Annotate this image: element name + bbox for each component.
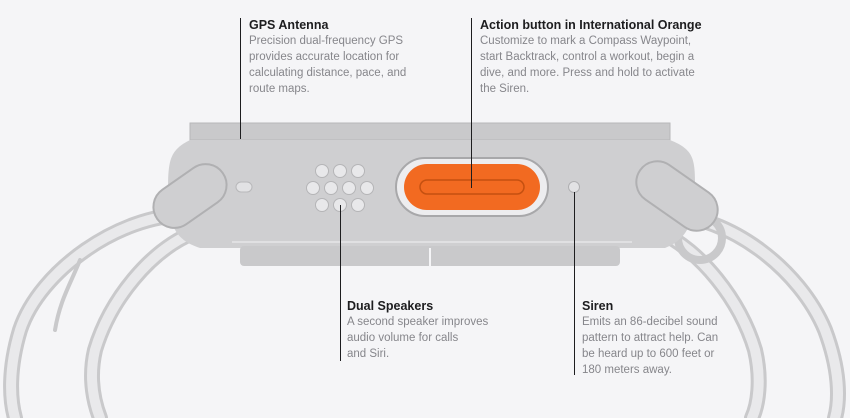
dual-speakers-description-line: A second speaker improves [347,316,489,328]
gps-antenna-title: GPS Antenna [249,18,329,32]
right-band [652,207,846,418]
action-button-title: Action button in International Orange [480,18,702,32]
dual-speakers-description-line: audio volume for calls [347,332,459,344]
action-button-description-line: dive, and more. Press and hold to activa… [480,67,695,79]
siren-title: Siren [582,299,614,313]
action-button-callout: Action button in International Orange Cu… [480,17,702,97]
gps-antenna-slot [235,181,253,193]
siren-description-line: Emits an 86-decibel sound [582,316,718,328]
dual-speakers-title: Dual Speakers [347,299,434,313]
gps-antenna-description-line: calculating distance, pace, and [249,67,407,79]
gps-antenna-description-line: provides accurate location for [249,51,400,63]
siren-description-line: be heard up to 600 feet or [582,348,715,360]
siren-callout: Siren Emits an 86-decibel sound pattern … [582,298,718,378]
action-leader-line [471,18,472,188]
dual-speakers-callout: Dual Speakers A second speaker improves … [347,298,488,362]
action-button-description-line: start Backtrack, control a workout, begi… [480,51,695,63]
gps-leader-line [240,18,241,139]
left-band [3,207,203,418]
siren-port [568,181,580,193]
speakers-leader-line [340,205,341,361]
action-button-description-line: Customize to mark a Compass Waypoint, [480,35,692,47]
speaker-grille [306,164,374,212]
right-lug [635,160,719,232]
siren-description-line: 180 meters away. [582,364,672,376]
action-button [395,157,549,217]
gps-antenna-description-line: route maps. [249,83,310,95]
gps-antenna-callout: GPS Antenna Precision dual-frequency GPS… [249,17,406,97]
siren-leader-line [574,192,575,375]
left-lug [152,163,228,229]
dual-speakers-description-line: and Siri. [347,348,390,360]
action-button-description-line: the Siren. [480,83,530,95]
gps-antenna-description-line: Precision dual-frequency GPS [249,35,404,47]
siren-description-line: pattern to attract help. Can [582,332,719,344]
